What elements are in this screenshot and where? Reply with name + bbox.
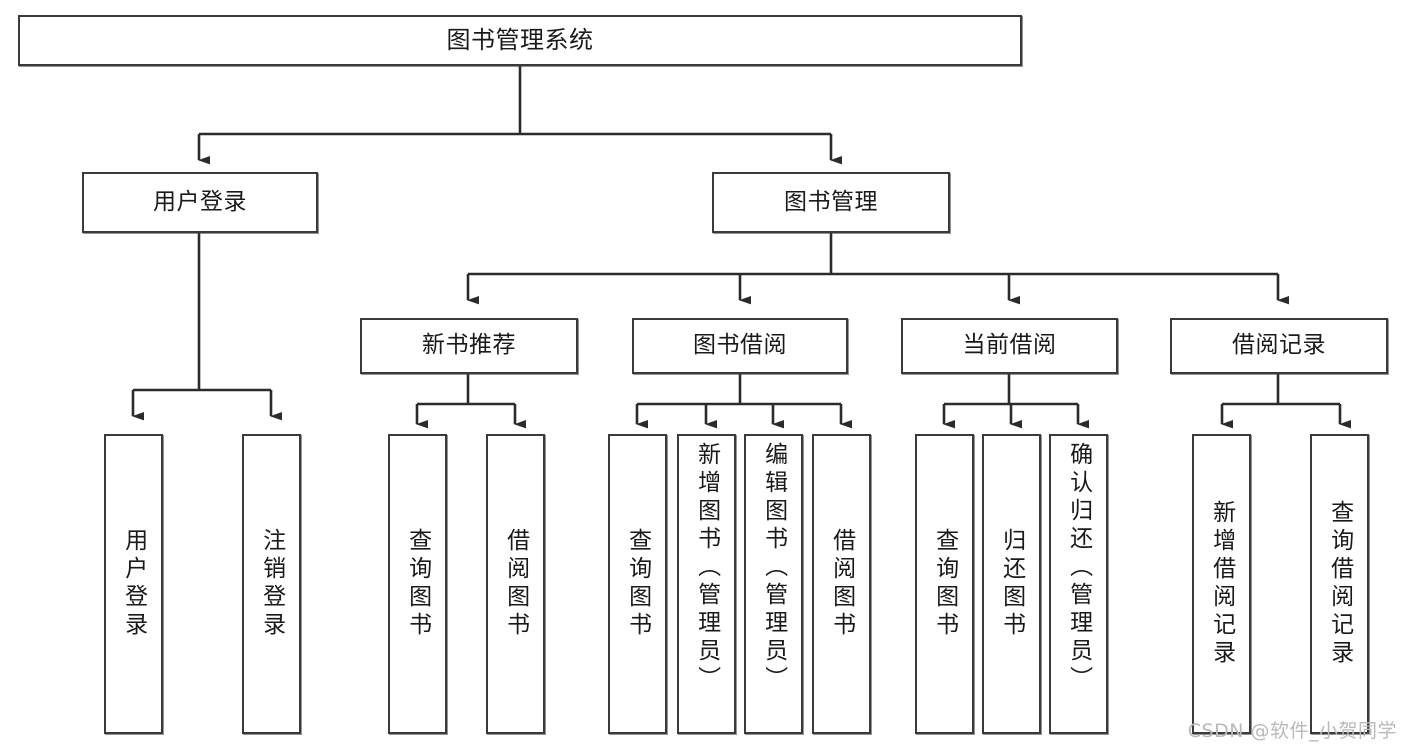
node-label: 图书借阅: [693, 332, 787, 359]
node-new-book-recommend[interactable]: 新书推荐: [360, 318, 578, 374]
node-leaf-return-book[interactable]: 归还图书: [982, 434, 1041, 734]
node-label: 图书管理: [784, 188, 878, 215]
node-leaf-add-book[interactable]: 新增图书（管理员）: [677, 434, 736, 734]
node-label: 用户登录: [153, 188, 247, 215]
node-label: 新书推荐: [422, 332, 516, 359]
node-book-manage[interactable]: 图书管理: [712, 172, 950, 233]
node-borrow-record[interactable]: 借阅记录: [1170, 318, 1388, 374]
node-label: 新增借阅记录: [1208, 500, 1235, 668]
node-label: 编辑图书（管理员）: [760, 442, 787, 694]
node-label: 新增图书（管理员）: [693, 442, 720, 694]
node-leaf-query-record[interactable]: 查询借阅记录: [1310, 434, 1369, 734]
node-leaf-query-book-2[interactable]: 查询图书: [608, 434, 667, 734]
node-leaf-borrow-book-1[interactable]: 借阅图书: [486, 434, 545, 734]
node-label: 查询借阅记录: [1326, 500, 1353, 668]
node-leaf-confirm-return[interactable]: 确认归还（管理员）: [1049, 434, 1108, 734]
node-label: 借阅图书: [828, 528, 855, 640]
csdn-watermark: CSDN @软件_小贺同学: [1187, 720, 1397, 742]
node-label: 查询图书: [404, 528, 431, 640]
node-label: 用户登录: [120, 528, 147, 640]
node-leaf-add-record[interactable]: 新增借阅记录: [1192, 434, 1251, 734]
node-book-borrow[interactable]: 图书借阅: [632, 318, 848, 374]
node-label: 借阅图书: [502, 528, 529, 640]
node-leaf-query-book-3[interactable]: 查询图书: [915, 434, 974, 734]
node-label: 当前借阅: [962, 332, 1057, 359]
node-current-borrow[interactable]: 当前借阅: [901, 318, 1118, 374]
node-label: 确认归还（管理员）: [1065, 442, 1092, 694]
node-root-system[interactable]: 图书管理系统: [18, 15, 1022, 66]
node-label: 借阅记录: [1232, 332, 1326, 359]
node-leaf-logout-login[interactable]: 注销登录: [242, 434, 301, 734]
node-label: 查询图书: [931, 528, 958, 640]
node-user-login[interactable]: 用户登录: [82, 172, 318, 233]
node-label: 图书管理系统: [446, 26, 594, 55]
node-leaf-query-book-1[interactable]: 查询图书: [388, 434, 447, 734]
node-leaf-user-login[interactable]: 用户登录: [104, 434, 163, 734]
node-label: 查询图书: [624, 528, 651, 640]
node-label: 注销登录: [258, 528, 285, 640]
node-label: 归还图书: [998, 528, 1025, 640]
node-leaf-borrow-book-2[interactable]: 借阅图书: [812, 434, 871, 734]
node-leaf-edit-book[interactable]: 编辑图书（管理员）: [744, 434, 803, 734]
